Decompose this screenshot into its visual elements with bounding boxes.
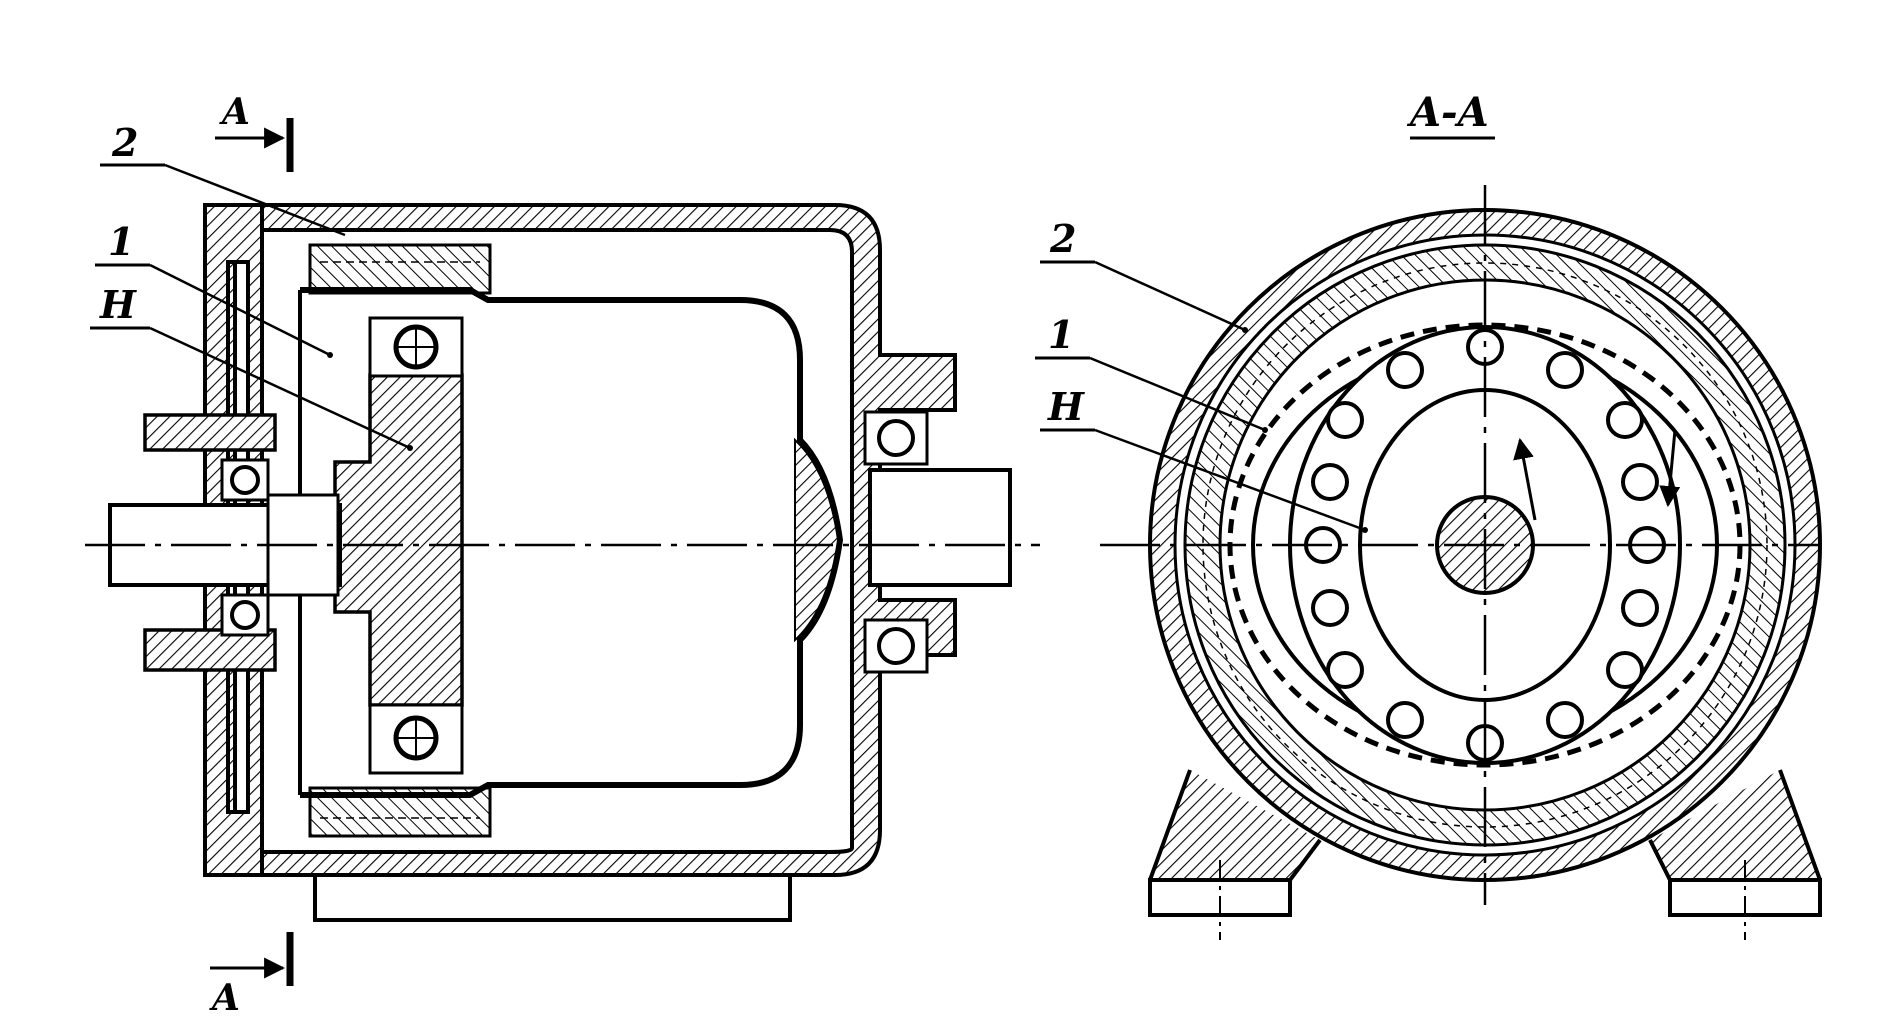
svg-text:H: H [99, 282, 137, 327]
section-title: A-A [1406, 89, 1489, 136]
longitudinal-section: A A 2 1 H [85, 91, 1040, 1017]
label-2-right: 2 [1040, 216, 1248, 333]
svg-text:1: 1 [1048, 312, 1074, 357]
housing-shell [203, 203, 957, 877]
svg-text:H: H [1047, 384, 1085, 429]
section-marker-top: A [215, 91, 294, 172]
ball-bearing-symbol [1304, 328, 1666, 762]
flexspline-cup [300, 287, 844, 798]
ball-bearing-symbol [368, 316, 464, 378]
svg-text:1: 1 [108, 219, 134, 264]
ball-bearing-symbol [220, 593, 270, 637]
arrow-icon [1659, 429, 1681, 508]
svg-text:A: A [209, 977, 240, 1017]
label-H-left: H [90, 282, 413, 451]
svg-text:A: A [219, 91, 250, 133]
section-marker-bottom: A [209, 932, 294, 1017]
svg-text:2: 2 [111, 120, 138, 165]
cross-section-view: A-A [1035, 89, 1822, 940]
label-1-left: 1 [95, 219, 333, 358]
ball-bearing-symbol [220, 458, 270, 502]
arrow-icon [1513, 437, 1537, 521]
ball-bearing-symbol [863, 618, 929, 674]
wave-generator [333, 373, 464, 707]
svg-text:2: 2 [1049, 216, 1076, 261]
label-H-right: H [1040, 384, 1368, 533]
label-2-left: 2 [100, 120, 346, 237]
label-1-right: 1 [1035, 312, 1268, 433]
ring-gear-top [308, 243, 492, 295]
output-shaft [868, 468, 1012, 587]
ball-bearing-symbol [368, 703, 464, 775]
housing-foot [313, 875, 792, 922]
ball-bearing-symbol [863, 410, 929, 466]
